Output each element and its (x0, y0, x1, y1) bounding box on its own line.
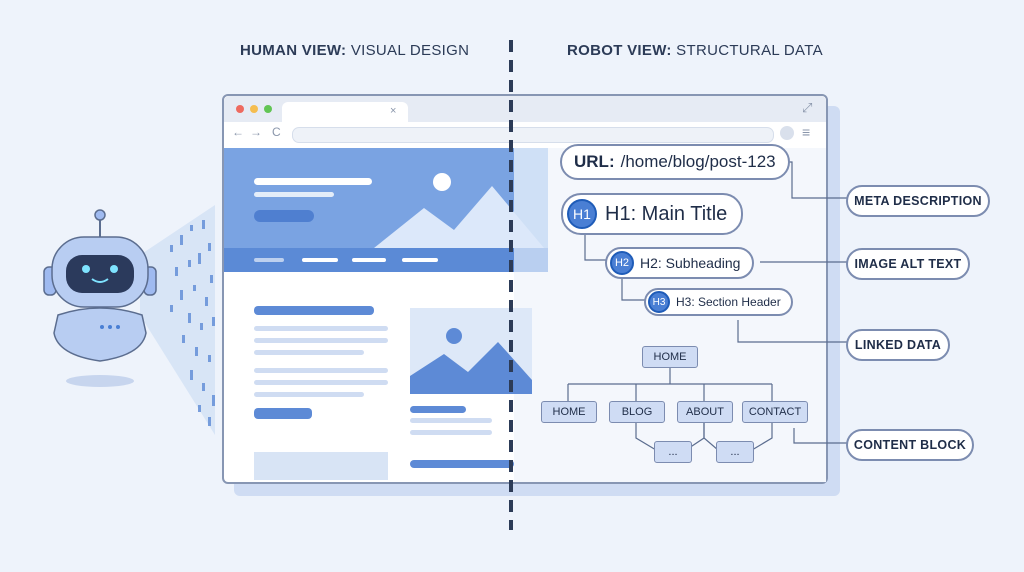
h3-text: H3: Section Header (676, 295, 781, 309)
image-caption-bar (410, 406, 466, 413)
content-block-label: CONTENT BLOCK (846, 429, 974, 461)
h1-badge-icon: H1 (567, 199, 597, 229)
nav-link-1[interactable] (254, 258, 284, 262)
text-line (254, 368, 388, 373)
maximize-window-icon[interactable] (264, 105, 272, 113)
hero-title-bar (254, 178, 372, 185)
h3-badge-icon: H3 (648, 291, 670, 313)
tree-leaf-node: ... (654, 441, 692, 463)
content-connector (793, 428, 848, 444)
linked-data-label: LINKED DATA (846, 329, 950, 361)
minimize-window-icon[interactable] (250, 105, 258, 113)
tree-node-home: HOME (541, 401, 597, 423)
expand-icon[interactable]: ⤢ (802, 100, 813, 115)
h2-text: H2: Subheading (640, 255, 741, 271)
tree-node-about: ABOUT (677, 401, 733, 423)
text-line (410, 418, 492, 423)
browser-tab[interactable] (282, 102, 408, 124)
text-line (254, 380, 388, 385)
scan-beam (140, 205, 215, 435)
robot-view-heading-rest: STRUCTURAL DATA (676, 42, 823, 59)
tree-leaf-node: ... (716, 441, 754, 463)
hero-cta-button[interactable] (254, 210, 314, 222)
profile-icon[interactable] (780, 126, 794, 140)
linked-connector (737, 320, 848, 343)
h2-node: H2 H2: Subheading (605, 247, 755, 279)
url-value: /home/blog/post-123 (620, 152, 776, 171)
h3-node: H3 H3: Section Header (644, 288, 793, 316)
text-line (410, 430, 492, 435)
meta-description-label: META DESCRIPTION (846, 185, 990, 217)
url-label: URL: (574, 152, 615, 171)
h2-badge-icon: H2 (610, 251, 634, 275)
robot-view-heading: ROBOT VIEW: STRUCTURAL DATA (567, 42, 823, 59)
image-placeholder-icon (410, 328, 532, 394)
address-bar[interactable] (292, 127, 774, 143)
forward-arrow-icon[interactable]: → (250, 125, 262, 139)
menu-icon[interactable]: ≡ (802, 124, 811, 140)
text-line (254, 338, 388, 343)
site-nav-strip-faded (514, 248, 548, 272)
tree-leaf-link (635, 421, 657, 451)
h1-node: H1 H1: Main Title (561, 193, 744, 235)
tree-node-contact: CONTACT (742, 401, 808, 423)
text-line (254, 392, 364, 397)
hero-mountain-icon (374, 173, 544, 248)
h1-text: H1: Main Title (605, 202, 728, 225)
human-view-heading: HUMAN VIEW: VISUAL DESIGN (240, 42, 469, 59)
back-arrow-icon[interactable]: ← (232, 125, 244, 139)
close-window-icon[interactable] (236, 105, 244, 113)
tree-root-home: HOME (642, 346, 698, 368)
h1-h2-connector (584, 228, 608, 261)
antenna-icon (94, 209, 106, 221)
h2-h3-connector (621, 274, 646, 301)
tab-close-icon[interactable]: × (390, 105, 397, 117)
scan-data-bits (170, 220, 215, 426)
robot-body (53, 307, 147, 362)
text-line (254, 326, 388, 331)
human-view-heading-rest: VISUAL DESIGN (350, 42, 470, 59)
tree-node-blog: BLOG (609, 401, 665, 423)
nav-link-4[interactable] (402, 258, 438, 262)
url-node: URL: /home/blog/post-123 (560, 144, 790, 180)
reload-icon[interactable]: C (272, 125, 281, 139)
robot-face (66, 255, 134, 293)
image-alt-text-label: IMAGE ALT TEXT (846, 248, 970, 280)
hero-subtitle-bar (254, 192, 334, 197)
nav-link-2[interactable] (302, 258, 338, 262)
robot-view-heading-bold: ROBOT VIEW: (567, 42, 672, 59)
view-divider (509, 40, 513, 530)
read-more-button[interactable] (254, 408, 312, 419)
human-view-heading-bold: HUMAN VIEW: (240, 42, 347, 59)
robot-illustration (43, 205, 215, 435)
article-heading-bar (254, 306, 374, 315)
footer-block (254, 452, 388, 480)
sidebar-link-bar (410, 460, 514, 468)
nav-link-3[interactable] (352, 258, 386, 262)
text-line (254, 350, 364, 355)
